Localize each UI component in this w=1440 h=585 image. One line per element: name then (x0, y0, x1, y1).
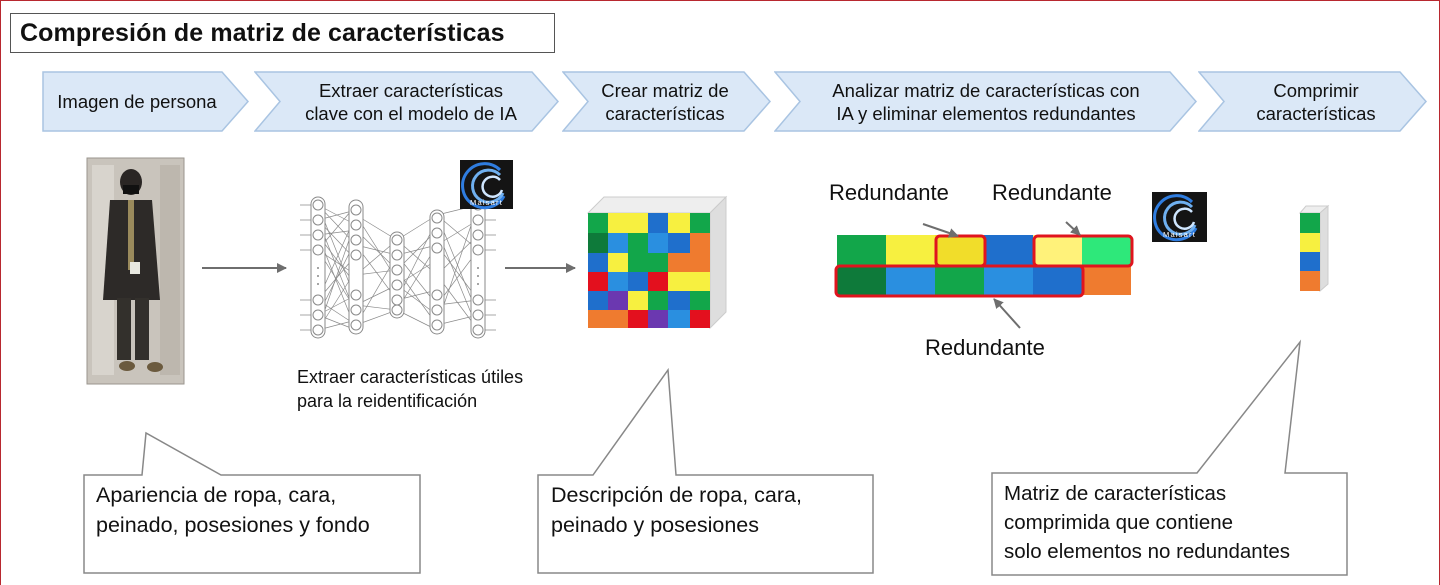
callout-3-line1: Matriz de características (1004, 482, 1227, 505)
step-5-chevron (1198, 71, 1427, 132)
callout-1-line1: Apariencia de ropa, cara, (96, 483, 337, 507)
step-1: Imagen de persona (42, 71, 250, 132)
feature-matrix-cube (586, 195, 728, 330)
step-2-label-line1: Extraer características (318, 79, 503, 101)
callout-1-line2: peinado, posesiones y fondo (96, 513, 370, 537)
redundant-label-3: Redundante (925, 335, 1045, 360)
callout-1-shape (83, 431, 421, 574)
maisart-logo-icon: Maisart (460, 160, 513, 210)
step-3-chevron (562, 71, 771, 132)
callout-3-shape (991, 339, 1348, 576)
arrow-redundant-3 (993, 298, 1021, 329)
callout-2-line2: peinado y posesiones (551, 513, 759, 537)
callout-3-text: Matriz de características comprimida que… (1004, 479, 1290, 566)
step-4-label-line1: Analizar matriz de características con (832, 79, 1140, 101)
callout-3-line3: solo elementos no redundantes (1004, 540, 1291, 563)
network-caption-line2: para la reidentificación (297, 391, 478, 411)
network-caption: Extraer características útiles para la r… (297, 365, 523, 413)
neural-network-ellipsis (317, 267, 479, 285)
step-1-chevron (42, 71, 249, 132)
step-4-chevron (774, 71, 1197, 132)
step-2-chevron (254, 71, 559, 132)
redundant-label-1: Redundante (829, 180, 949, 205)
callout-3-line2: comprimida que contiene (1004, 511, 1234, 534)
redundant-label-2: Redundante (992, 180, 1112, 205)
step-5-label-line2: características (1256, 102, 1376, 124)
arrow-redundant-1 (922, 223, 959, 238)
callout-1-text: Apariencia de ropa, cara, peinado, poses… (96, 480, 370, 540)
maisart-logo-icon-2: Maisart (1152, 192, 1207, 242)
page-title: Compresión de matriz de características (10, 13, 555, 53)
maisart-logo-text: Maisart (470, 198, 503, 207)
callout-2-shape (537, 367, 874, 574)
step-3-label-line1: Crear matriz de (601, 79, 729, 101)
step-5-label-line1: Comprimir (1273, 79, 1359, 101)
callout-bubbles (83, 339, 1348, 576)
feature-row-bottom (837, 267, 1131, 295)
step-2-label-line2: clave con el modelo de IA (305, 102, 517, 124)
step-4-label-line2: IA y eliminar elementos redundantes (836, 102, 1136, 124)
step-3-label-line2: características (605, 102, 725, 124)
callout-2-text: Descripción de ropa, cara, peinado y pos… (551, 480, 802, 540)
compressed-feature-vector (1298, 204, 1330, 293)
network-caption-line1: Extraer características útiles (297, 367, 524, 387)
step-1-label: Imagen de persona (57, 91, 217, 112)
maisart-logo-text-2: Maisart (1163, 230, 1196, 239)
person-photo (86, 157, 185, 385)
redundant-highlights (834, 234, 1134, 298)
arrow-redundant-2 (1065, 221, 1081, 236)
callout-2-line1: Descripción de ropa, cara, (551, 483, 802, 507)
feature-row-top (837, 235, 1131, 267)
page-title-text: Compresión de matriz de características (20, 18, 505, 47)
